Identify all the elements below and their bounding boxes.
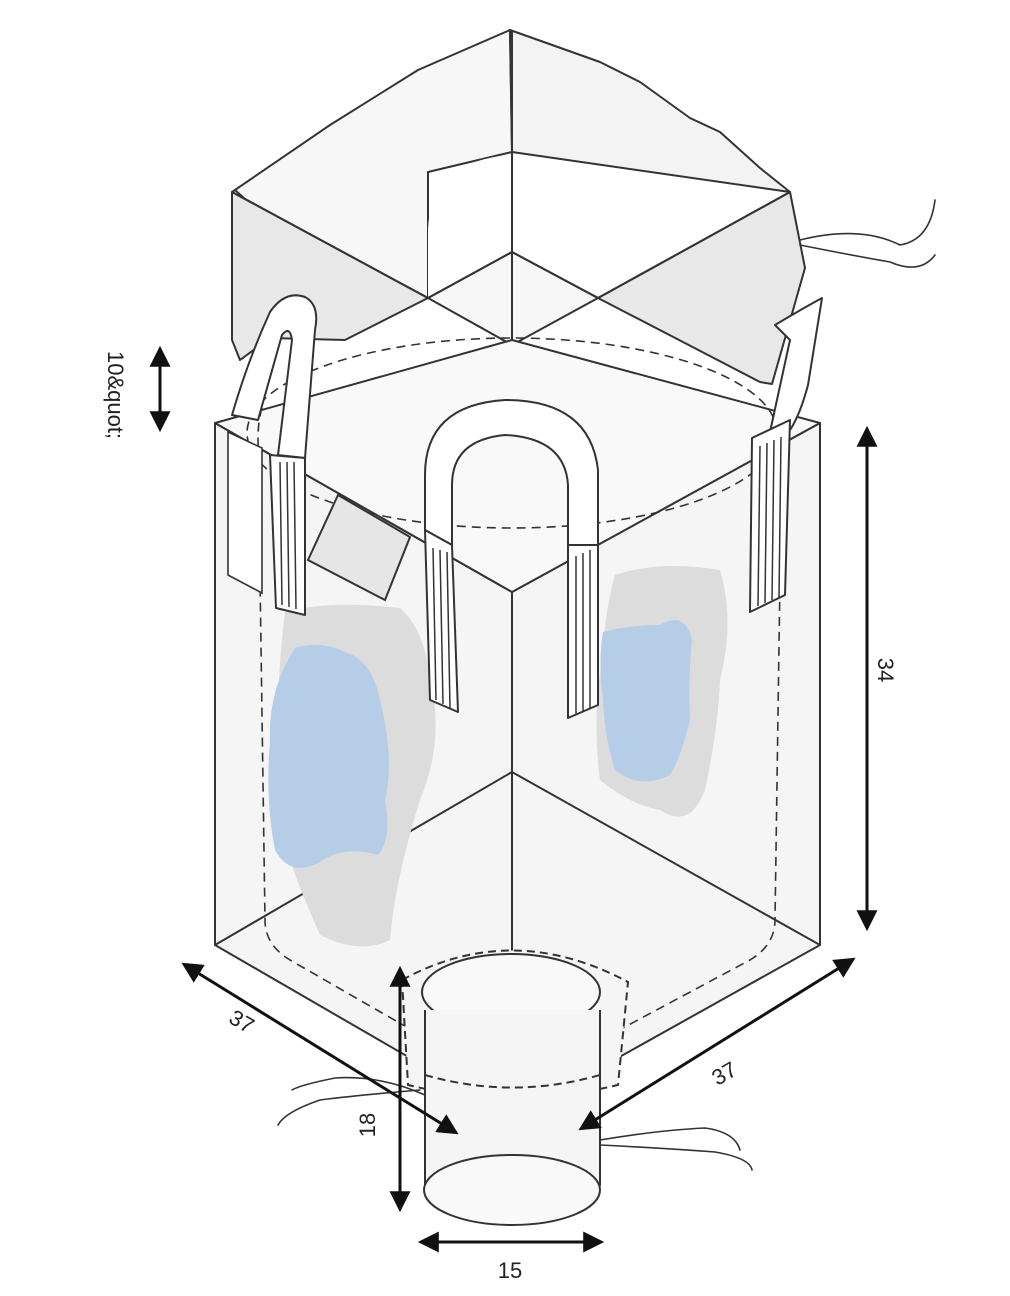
left-lifting-loop — [231, 294, 318, 459]
spout-diameter-label: 15 — [498, 1258, 522, 1283]
right-loop-stitching — [757, 436, 782, 607]
left-label-sheet — [227, 430, 263, 595]
right-side-seam — [534, 407, 783, 1076]
bag-width-left-label: 37 — [225, 1005, 259, 1039]
top-skirt-right-panel — [597, 191, 806, 385]
front-loop-stitching — [432, 547, 591, 714]
bag-patches — [268, 566, 728, 947]
right-blue-patch — [600, 620, 692, 782]
discharge-spout — [400, 949, 630, 1226]
bag-top-face — [214, 339, 821, 593]
top-skirt — [231, 29, 806, 395]
bag-width-right-label: 37 — [707, 1057, 741, 1091]
top-skirt-ridge-right — [511, 191, 791, 299]
top-skirt-ridge-left — [231, 191, 513, 299]
lifting-loops — [231, 294, 823, 719]
bag-width-right-arrow — [578, 957, 856, 1131]
left-loop-stitching — [279, 461, 297, 610]
bag-height-label: 34 — [873, 658, 898, 682]
top-skirt-back-right-panel — [509, 29, 791, 193]
right-loop-strap — [749, 419, 791, 613]
spout-height-label: 18 — [355, 1113, 380, 1137]
left-side-seam — [257, 407, 491, 1076]
spout-bottom-opening — [423, 1154, 601, 1226]
top-tie-strings — [799, 199, 936, 268]
left-blue-patch — [268, 644, 389, 868]
document-pocket-card — [306, 493, 412, 602]
top-spout-height-label: 10&quot; — [103, 351, 128, 439]
document-pocket — [306, 493, 412, 602]
top-skirt-opening — [428, 155, 605, 300]
dimension-arrows — [149, 345, 878, 1253]
front-lifting-loop — [424, 399, 599, 546]
